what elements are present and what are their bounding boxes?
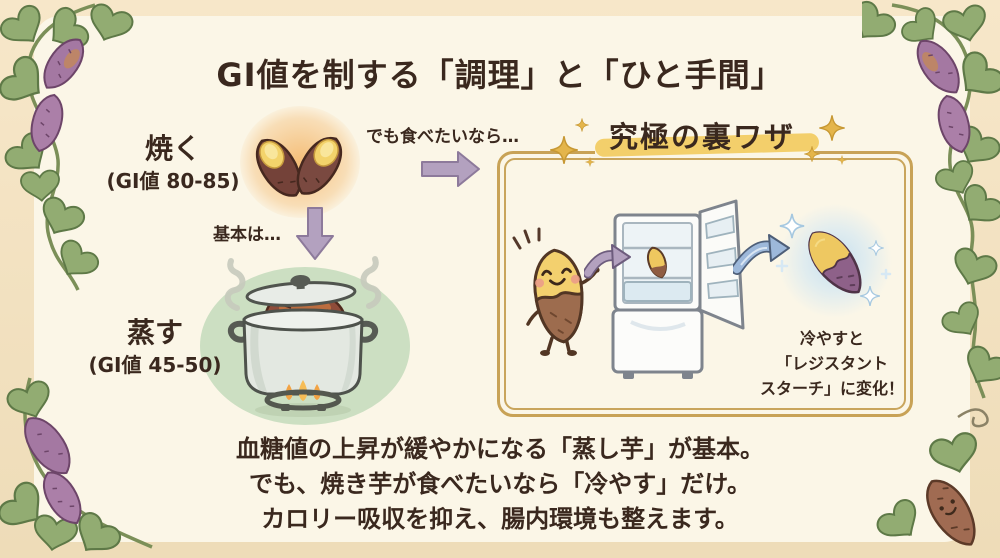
trick-box-title: 究極の裏ワザ — [497, 114, 907, 156]
smiling-potato-icon — [926, 479, 976, 546]
caption-line: 「レジスタント — [775, 353, 888, 373]
summary-text: 血糖値の上昇が緩やかになる「蒸し芋」が基本。 でも、焼き芋が食べたいなら「冷やす… — [0, 432, 1000, 537]
chilled-sweet-potato-illustration — [775, 204, 892, 318]
hanging-sweet-potato-icon — [24, 417, 82, 524]
potato-in-fridge-icon — [646, 246, 667, 279]
sparkle-icon — [779, 213, 884, 307]
trick-box-inner-border — [504, 158, 906, 410]
bake-gi-value: (GI値 80-85) — [106, 169, 240, 193]
title-highlight: 究極の裏ワザ — [594, 114, 809, 156]
steam-gi-value: (GI値 45-50) — [88, 353, 222, 377]
basic-label: 基本は… — [213, 225, 281, 245]
caption-line: スターチ」に変化！ — [759, 378, 904, 398]
summary-line: カロリー吸収を抑え、腸内環境も整えます。 — [261, 505, 739, 533]
bake-label: 焼く — [144, 132, 201, 165]
excitement-lines-icon — [512, 227, 541, 250]
right-arrow-icon — [421, 151, 480, 187]
refrigerator-illustration — [611, 199, 745, 379]
vine-decoration-bottom-left — [0, 377, 153, 552]
summary-line: 血糖値の上昇が緩やかになる「蒸し芋」が基本。 — [236, 435, 764, 463]
tendril-icon — [957, 408, 989, 428]
steam-icon — [224, 258, 246, 311]
curved-arrow-mauve-icon — [584, 244, 631, 279]
sparkle-icon — [550, 118, 595, 167]
hanging-sweet-potato-icon — [30, 38, 85, 153]
steam-icon — [360, 256, 382, 309]
caption-line: 冷やすと — [799, 329, 864, 348]
baked-sweet-potato-illustration — [255, 136, 343, 197]
curved-arrow-blue-icon — [733, 234, 790, 275]
page-title: GI値を制する「調理」と「ひと手間」 — [216, 56, 784, 94]
sparkle-icon — [804, 115, 847, 165]
resistant-starch-caption: 冷やすと 「レジスタント スターチ」に変化！ — [753, 327, 911, 401]
want-to-eat-label: でも食べたいなら… — [366, 127, 519, 147]
down-arrow-icon — [296, 207, 334, 260]
vine-decoration-top-right — [862, 0, 1000, 399]
corner-potato-bottom-right — [876, 408, 989, 546]
vine-decoration-top-left — [0, 3, 134, 291]
sweet-potato-character-illustration — [512, 227, 600, 356]
hanging-sweet-potato-icon — [916, 39, 971, 154]
steaming-pot-illustration — [200, 256, 410, 425]
steam-label: 蒸す — [126, 316, 183, 349]
trick-box-title-text: 究極の裏ワザ — [608, 120, 795, 154]
summary-line: でも、焼き芋が食べたいなら「冷やす」だけ。 — [248, 470, 752, 498]
